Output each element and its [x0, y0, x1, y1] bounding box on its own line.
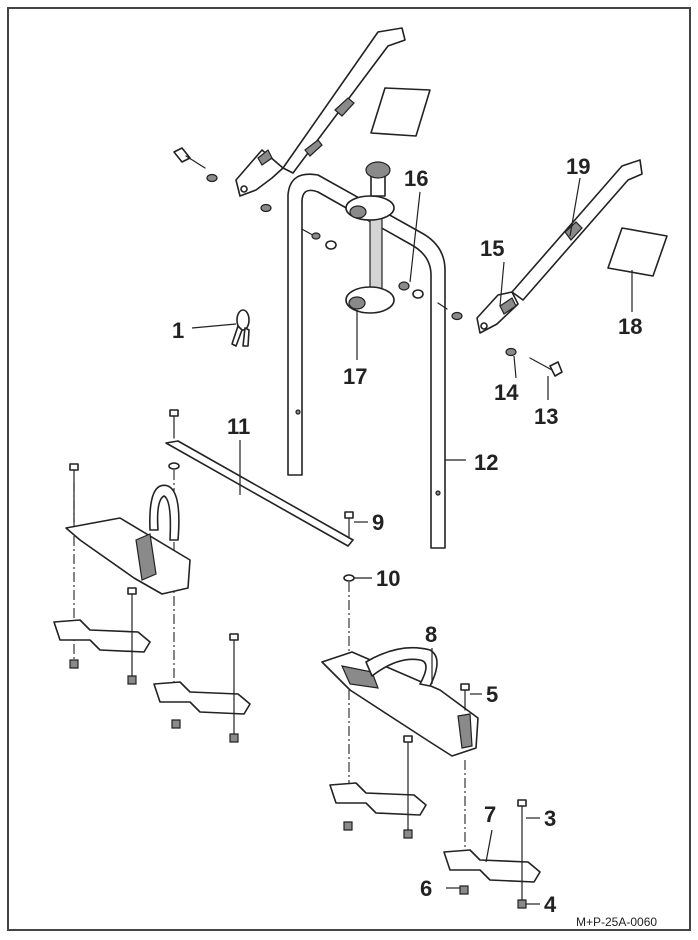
cross-bar [165, 409, 355, 582]
diagram-frame [7, 7, 691, 931]
callout-19: 19 [566, 154, 590, 179]
washer-right [451, 311, 463, 321]
callout-6: 6 [420, 876, 432, 901]
callout-4: 4 [544, 892, 557, 917]
callout-3: 3 [544, 806, 556, 831]
bolt-13 [529, 357, 563, 377]
callout-9: 9 [372, 510, 384, 535]
callout-10: 10 [376, 566, 400, 591]
frame-clamp [345, 161, 395, 314]
callout-8: 8 [425, 622, 437, 647]
mounting-bracket-right-1 [329, 735, 427, 839]
document-code: M+P-25A-0060 [576, 915, 657, 929]
callout-18: 18 [618, 314, 642, 339]
callout-12: 12 [474, 450, 498, 475]
callout-labels: 1 2 3 4 5 6 7 8 9 10 11 12 13 14 15 16 1… [172, 154, 657, 929]
mounting-bracket-left-2 [153, 633, 251, 743]
callout-1: 1 [172, 318, 184, 343]
u-frame [287, 173, 446, 549]
callout-15: 15 [480, 236, 504, 261]
callout-17: 17 [343, 364, 367, 389]
strap-arm-right [476, 159, 643, 334]
callout-16: 16 [404, 166, 428, 191]
rubber-pad-upper-left [370, 87, 431, 137]
callout-14: 14 [494, 380, 519, 405]
mounting-bracket-left-1 [53, 587, 151, 685]
washer-16a [398, 281, 410, 291]
bolt-set-upper-left [173, 147, 337, 250]
callout-5: 5 [486, 682, 498, 707]
wheel-holder-right [321, 646, 479, 757]
wheel-holder-left [65, 463, 191, 595]
callout-11: 11 [227, 414, 250, 439]
callout-13: 13 [534, 404, 558, 429]
leader-lines [191, 177, 633, 905]
rubber-pad-right [607, 227, 668, 277]
washer-16b [412, 289, 424, 299]
keys [231, 309, 250, 347]
washer-14 [505, 347, 517, 357]
mounting-bracket-right-2 [443, 799, 541, 909]
callout-7: 7 [484, 802, 496, 827]
strap-arm-upper-left [235, 27, 406, 197]
